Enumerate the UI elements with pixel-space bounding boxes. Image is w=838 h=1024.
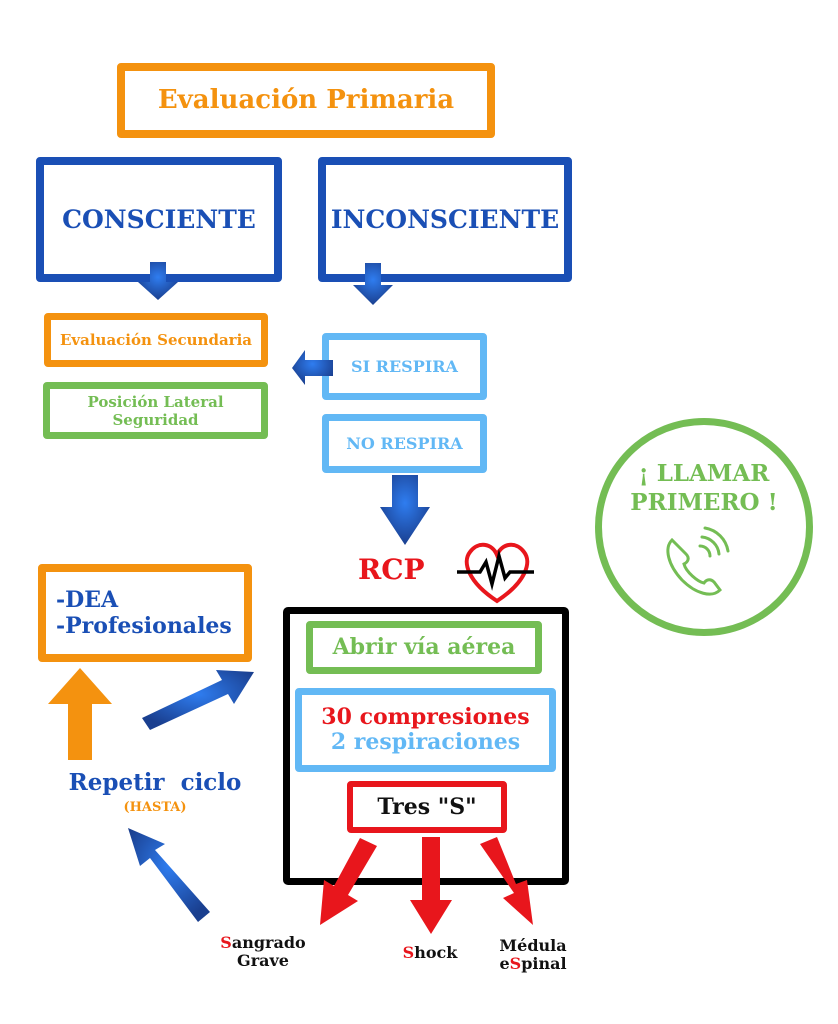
lateral-position-line2: Seguridad <box>112 410 199 429</box>
compressions-box: 30 compresiones 2 respiraciones <box>295 688 556 772</box>
s-spinal-pre: e <box>499 954 510 974</box>
s-bleeding-label: Sangrado Grave <box>198 933 328 971</box>
breathing-no-box: NO RESPIRA <box>322 414 487 473</box>
dea-line1: -DEA <box>56 586 119 613</box>
arrow-red-shock <box>410 837 452 934</box>
arrow-red-spinal <box>480 837 533 925</box>
three-s-box: Tres "S" <box>347 781 507 833</box>
s-spinal-initial: S <box>509 954 522 974</box>
s-bleeding-rest: angrado <box>231 933 306 952</box>
s-shock-initial: S <box>402 943 415 962</box>
secondary-eval-label: Evaluación Secundaria <box>59 331 252 349</box>
rcp-label: RCP <box>358 553 425 586</box>
repeat-cycle-label: Repetir ciclo <box>68 769 242 796</box>
three-s-label: Tres "S" <box>377 793 477 820</box>
breaths-label: 2 respiraciones <box>330 729 521 755</box>
arrow-up-orange <box>48 668 112 760</box>
heart-pulse-icon <box>457 542 534 604</box>
call-first-line2: PRIMERO ! <box>630 489 778 516</box>
call-first-line1: ¡ LLAMAR <box>638 460 770 487</box>
title: Evaluación Primaria <box>157 84 455 115</box>
s-spinal-label: Médula eSpinal <box>478 936 588 974</box>
title-box: Evaluación Primaria <box>117 63 495 138</box>
s-shock-label: Shock <box>380 943 480 962</box>
unconscious-box: INCONSCIENTE <box>318 157 572 282</box>
secondary-eval-box: Evaluación Secundaria <box>44 313 268 367</box>
arrow-down-rcp <box>380 475 430 545</box>
breathing-yes-box: SI RESPIRA <box>322 333 487 400</box>
unconscious-label: INCONSCIENTE <box>330 204 560 234</box>
arrow-down-conscious <box>138 262 178 300</box>
arrow-diagonal-to-rcp <box>142 670 254 730</box>
s-shock-rest: hock <box>414 943 458 962</box>
s-bleeding-line2: Grave <box>237 951 289 971</box>
arrow-left-breathing <box>292 350 333 385</box>
arrow-down-unconscious <box>353 263 393 305</box>
arrow-red-bleeding <box>320 838 377 925</box>
s-bleeding-initial: S <box>220 933 232 952</box>
arrow-diagonal-repeat <box>128 828 210 922</box>
breathing-no-label: NO RESPIRA <box>346 433 463 453</box>
lateral-position-box: Posición Lateral Seguridad <box>43 382 268 439</box>
conscious-label: CONSCIENTE <box>62 204 256 234</box>
airway-label: Abrir vía aérea <box>332 634 516 661</box>
phone-ringing-icon <box>666 526 730 596</box>
lateral-position-line1: Posición Lateral <box>87 392 224 411</box>
compressions-label: 30 compresiones <box>321 703 530 730</box>
s-spinal-rest: pinal <box>521 954 567 974</box>
dea-line2: -Profesionales <box>56 613 232 639</box>
dea-box: -DEA -Profesionales <box>38 564 252 662</box>
breathing-yes-label: SI RESPIRA <box>351 356 458 376</box>
repeat-cycle-sub: (HASTA) <box>123 800 187 815</box>
s-spinal-line1: Médula <box>499 936 567 955</box>
call-first-circle: ¡ LLAMAR PRIMERO ! <box>595 418 813 636</box>
airway-box: Abrir vía aérea <box>306 621 542 674</box>
